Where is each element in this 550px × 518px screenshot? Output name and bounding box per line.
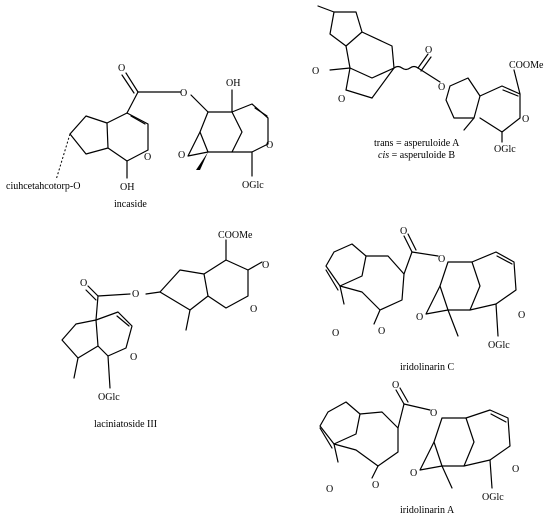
asperuloide-lactone-co: O [312,66,319,77]
iridolinarin-a-lactone-o: O [372,480,379,491]
asperuloide-caption-cis-rest: = asperuloide B [389,150,455,161]
incaside-ring-o-left: O [144,152,151,163]
iridolinarin-c-lactone-co: O [332,328,339,339]
structure-laciniatoside: COOMe O O O O O OGlc laciniatoside III [61,230,269,430]
iridolinarin-c-ester-o: O [438,254,445,265]
structure-asperuloide: O O O O COOMe O OGlc trans = asperuloide… [312,5,544,161]
asperuloide-ester-o: O [438,82,445,93]
iridolinarin-c-epoxide-o: O [416,312,423,323]
asperuloide-coome: COOMe [509,60,544,71]
asperuloide-ring-o: O [522,114,529,125]
laciniatoside-ring-o: O [130,352,137,363]
structure-iridolinarin-a: O O O O O O OGlc iridolinarin A [319,380,519,516]
iridolinarin-a-epoxide-o: O [410,468,417,479]
laciniatoside-caption: laciniatoside III [94,419,157,430]
laciniatoside-carbonyl-o: O [80,278,87,289]
structure-incaside: O O OH O O O OH OGlc ciuhcetahcotorp-O i… [6,63,273,210]
laciniatoside-lactone-o: O [250,304,257,315]
laciniatoside-coome: COOMe [218,230,253,241]
incaside-epoxide-o: O [178,150,185,161]
asperuloide-carbonyl-o: O [425,45,432,56]
incaside-caption: incaside [114,199,147,210]
iridolinarin-a-lactone-co: O [326,484,333,495]
incaside-ester-o: O [180,88,187,99]
iridolinarin-a-ester-o: O [430,408,437,419]
incaside-ring-o-right: O [266,140,273,151]
incaside-oh-bottom: OH [120,182,134,193]
iridolinarin-a-carbonyl-o: O [392,380,399,391]
iridolinarin-a-caption: iridolinarin A [400,505,455,516]
iridolinarin-c-caption: iridolinarin C [400,362,454,373]
asperuloide-lactone-o: O [338,94,345,105]
asperuloide-caption-trans: trans = asperuloide A [374,138,460,149]
asperuloide-caption-cis: cis = asperuloide B [378,150,455,161]
structure-iridolinarin-c: O O O O O O OGlc iridolinarin C [325,226,525,373]
incaside-substituent-label: ciuhcetahcotorp-O [6,181,80,192]
iridolinarin-a-ring-o: O [512,464,519,475]
incaside-oh-top: OH [226,78,240,89]
iridolinarin-a-oglc: OGlc [482,492,504,503]
laciniatoside-lactone-co: O [262,260,269,271]
laciniatoside-oglc: OGlc [98,392,120,403]
iridolinarin-c-lactone-o: O [378,326,385,337]
iridolinarin-c-ring-o: O [518,310,525,321]
iridolinarin-c-oglc: OGlc [488,340,510,351]
incaside-carbonyl-o: O [118,63,125,74]
asperuloide-caption-cis-italic: cis [378,150,389,161]
asperuloide-oglc: OGlc [494,144,516,155]
incaside-oglc: OGlc [242,180,264,191]
iridolinarin-c-carbonyl-o: O [400,226,407,237]
laciniatoside-ester-o: O [132,289,139,300]
